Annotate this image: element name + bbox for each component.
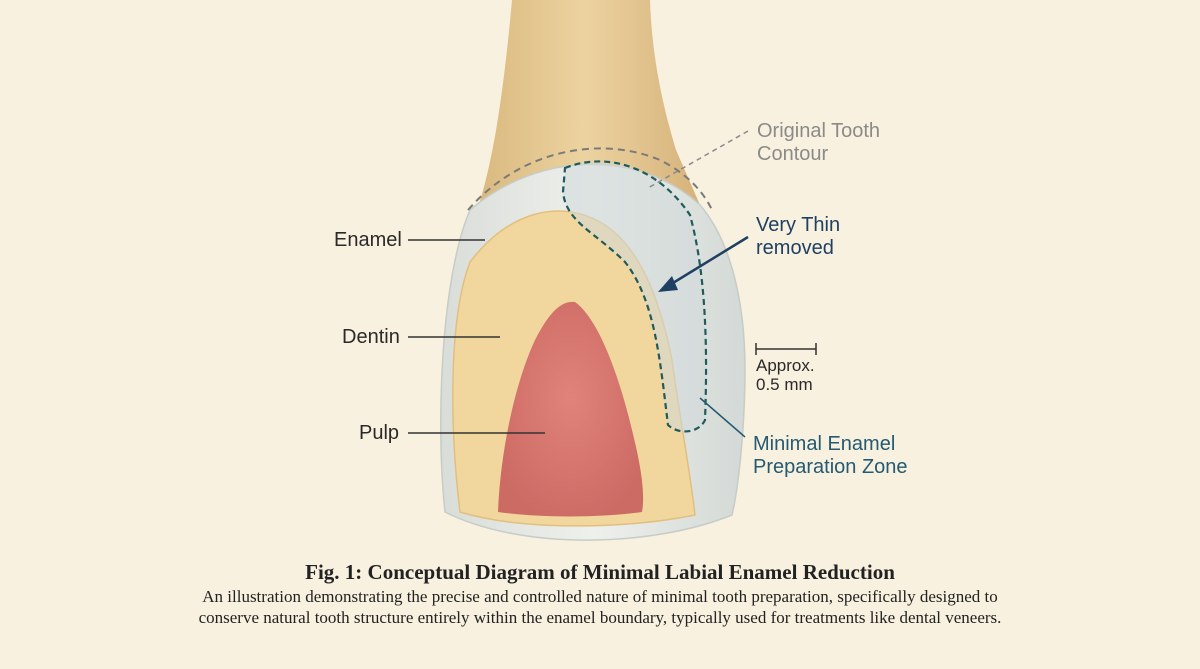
dentin-label: Dentin <box>342 326 400 348</box>
pulp-label: Pulp <box>359 422 400 444</box>
very-thin-label: Very Thin removed <box>756 214 841 259</box>
preparation-zone-outline <box>561 160 708 433</box>
caption-title: Fig. 1: Conceptual Diagram of Minimal La… <box>305 560 895 584</box>
contour-leader-line <box>647 130 749 189</box>
prep-zone-leader-line <box>699 397 746 438</box>
original-contour-label: Original Tooth Contour <box>757 120 881 165</box>
enamel-label: Enamel <box>334 229 402 251</box>
scale-label: Approx. 0.5 mm <box>756 356 815 394</box>
removal-arrow-head <box>658 276 678 292</box>
figure-caption: Fig. 1: Conceptual Diagram of Minimal La… <box>100 560 1100 628</box>
pulp-chamber <box>498 301 644 517</box>
original-contour-line <box>467 147 713 211</box>
preparation-zone <box>563 161 707 432</box>
prep-zone-label: Minimal Enamel Preparation Zone <box>753 433 908 478</box>
caption-description: An illustration demonstrating the precis… <box>198 587 1002 627</box>
removal-arrow-shaft <box>667 235 749 288</box>
